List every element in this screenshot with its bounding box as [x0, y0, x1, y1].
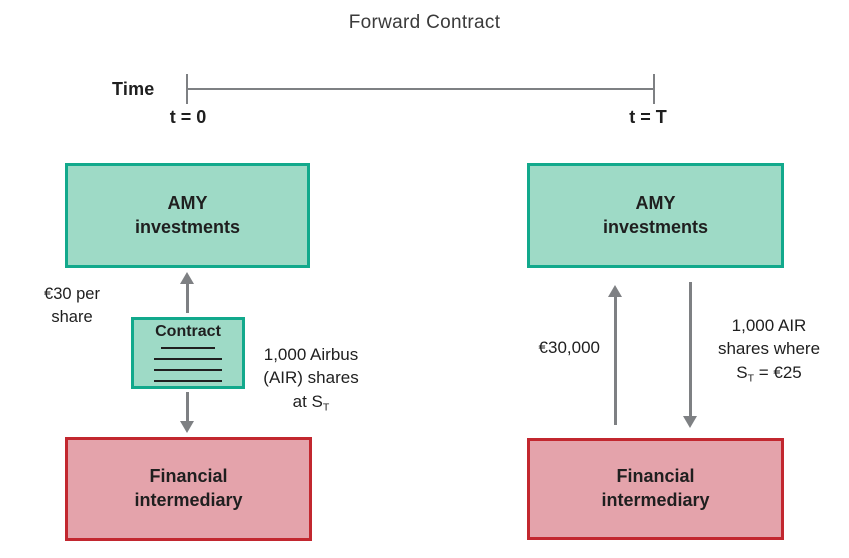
- arrow-cash-to-amy: [608, 285, 622, 425]
- timeline-label: Time: [112, 79, 155, 99]
- timeline-tick-t0: [186, 74, 188, 104]
- contract-doc-line: [161, 347, 215, 349]
- fi-box-line1: Financial: [616, 466, 695, 487]
- subscript-T: T: [322, 401, 330, 414]
- contract-doc-line: [154, 380, 222, 382]
- arrowhead-down-icon: [683, 416, 697, 428]
- timeline-axis: [187, 88, 654, 90]
- arrow-contract-to-amy: [180, 272, 194, 313]
- diagram-title: Forward Contract: [348, 12, 501, 33]
- contract-box: Contract: [131, 317, 245, 389]
- amy-box-line1: AMY: [635, 192, 676, 213]
- arrow-contract-to-intermediary: [180, 392, 194, 433]
- amy-investments-box-tT: AMY investments: [527, 163, 784, 268]
- amy-investments-box-t0: AMY investments: [65, 163, 310, 268]
- arrow-shares-to-intermediary: [683, 282, 697, 428]
- financial-intermediary-box-t0: Financial intermediary: [65, 437, 312, 541]
- timeline-t0-label: t = 0: [169, 107, 207, 127]
- amy-box-line2: investments: [602, 216, 709, 237]
- contract-label: Contract: [155, 323, 221, 340]
- price-per-share-label: €30 per share: [44, 285, 100, 326]
- cash-amount-label: €30,000: [538, 338, 600, 357]
- fi-box-line2: intermediary: [134, 490, 243, 510]
- contract-doc-line: [154, 358, 222, 360]
- arrowhead-up-icon: [180, 272, 194, 284]
- fi-box-line2: intermediary: [601, 490, 710, 510]
- subscript-T: T: [747, 372, 755, 385]
- amy-box-line1: AMY: [167, 192, 208, 213]
- timeline-tT-label: t = T: [629, 107, 667, 127]
- air-shares-settlement-label: 1,000 AIR shares where ST = €25: [717, 316, 821, 385]
- arrowhead-up-icon: [608, 285, 622, 297]
- amy-box-line2: investments: [134, 216, 241, 237]
- arrowhead-down-icon: [180, 421, 194, 433]
- contract-doc-line: [154, 369, 222, 371]
- airbus-shares-label: 1,000 Airbus (AIR) shares at ST: [263, 345, 359, 414]
- fi-box-line1: Financial: [149, 466, 228, 487]
- financial-intermediary-box-tT: Financial intermediary: [527, 438, 784, 540]
- timeline-tick-tT: [653, 74, 655, 104]
